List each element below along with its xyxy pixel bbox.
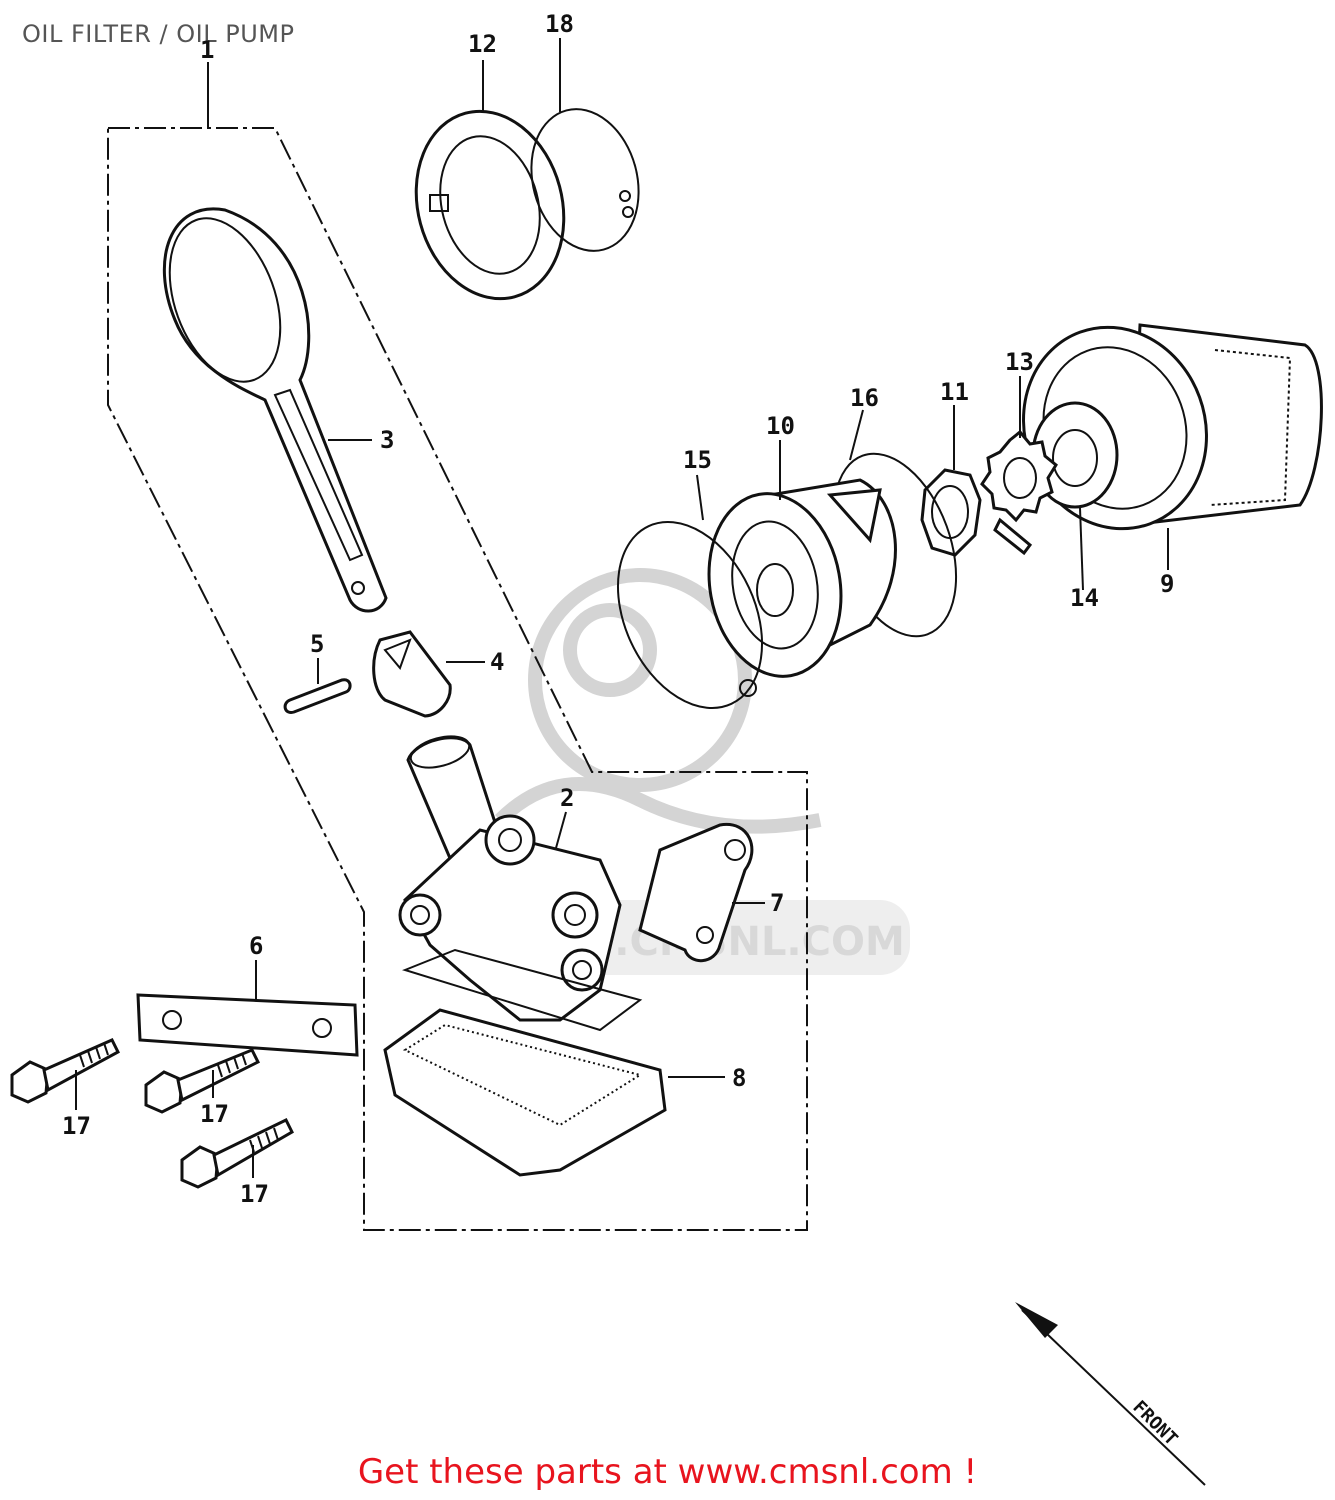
callout-17a: 17 xyxy=(62,1112,91,1140)
part-8-oil-strainer xyxy=(383,948,667,1177)
callout-labels: 1 2 3 4 5 6 7 8 9 10 11 12 13 14 15 16 1… xyxy=(62,10,1174,1208)
callout-9: 9 xyxy=(1160,570,1174,598)
part-10-filter-rotor xyxy=(707,478,897,678)
callout-14: 14 xyxy=(1070,584,1099,612)
part-18-circlip xyxy=(530,108,640,252)
part-13-lock-washer xyxy=(980,429,1058,556)
callout-13: 13 xyxy=(1005,348,1034,376)
part-15-circlip xyxy=(616,521,764,709)
callout-2: 2 xyxy=(560,784,574,812)
page-title: OIL FILTER / OIL PUMP xyxy=(22,20,295,48)
callout-11: 11 xyxy=(940,378,969,406)
leader-lines xyxy=(75,38,1169,1178)
callout-3: 3 xyxy=(380,426,394,454)
assembly-boundary xyxy=(107,127,808,1231)
part-3-filter-wrench xyxy=(162,207,388,613)
callout-5: 5 xyxy=(310,630,324,658)
callout-16: 16 xyxy=(850,384,879,412)
part-12-washer xyxy=(414,109,566,301)
part-17-bolt-2 xyxy=(144,1048,261,1114)
callout-12: 12 xyxy=(468,30,497,58)
callout-18: 18 xyxy=(545,10,574,38)
part-4-drive-coupling xyxy=(372,630,452,718)
callout-6: 6 xyxy=(249,932,263,960)
callout-1: 1 xyxy=(200,36,214,64)
callout-8: 8 xyxy=(732,1064,746,1092)
callout-17b: 17 xyxy=(200,1100,229,1128)
callout-7: 7 xyxy=(770,889,784,917)
part-6-plate xyxy=(136,993,359,1057)
callout-10: 10 xyxy=(766,412,795,440)
part-11-nut xyxy=(920,468,982,557)
direction-label: FRONT xyxy=(1128,1397,1181,1450)
part-17-bolt-3 xyxy=(180,1118,294,1189)
callout-17c: 17 xyxy=(240,1180,269,1208)
callout-4: 4 xyxy=(490,648,504,676)
part-17-bolt-1 xyxy=(10,1038,120,1104)
callout-15: 15 xyxy=(683,446,712,474)
part-7-gasket xyxy=(638,823,754,963)
part-2-pump-body xyxy=(398,735,622,1022)
part-5-pin xyxy=(283,678,352,714)
get-parts-link[interactable]: Get these parts at www.cmsnl.com ! xyxy=(357,1452,978,1492)
